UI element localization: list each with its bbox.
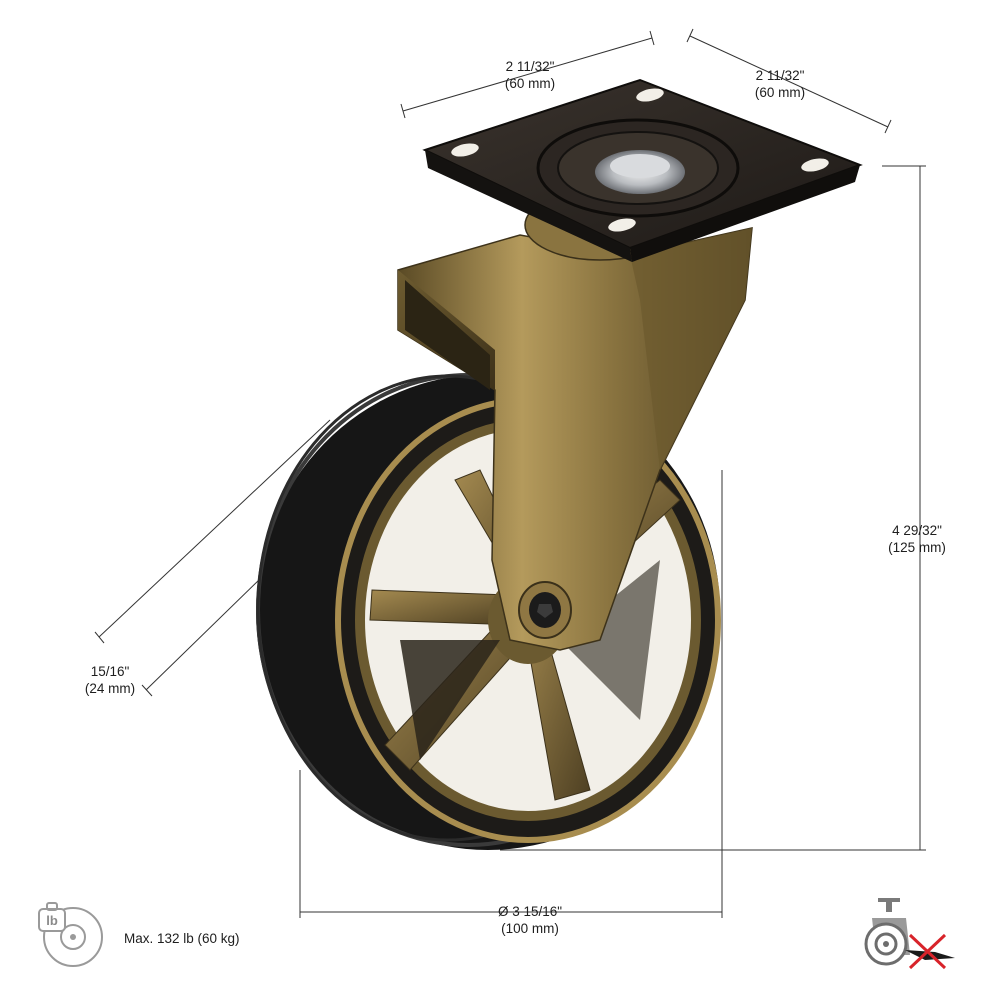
max-load-label: Max. 132 lb (60 kg) bbox=[124, 931, 240, 946]
dim-line-plate-width bbox=[402, 37, 653, 112]
wheel-diameter-label: Ø 3 15/16" (100 mm) bbox=[450, 903, 610, 937]
caster-fork bbox=[397, 227, 753, 651]
plate-width-label: 2 11/32" (60 mm) bbox=[470, 58, 590, 92]
dim-line-plate-depth bbox=[689, 35, 889, 128]
weight-wheel-icon bbox=[38, 902, 103, 967]
height-metric: (125 mm) bbox=[888, 540, 946, 555]
load-icon-text: lb bbox=[46, 913, 58, 928]
tread-width-imperial: 15/16" bbox=[90, 664, 130, 679]
dimension-lines bbox=[94, 28, 926, 918]
plate-width-metric: (60 mm) bbox=[504, 76, 556, 91]
tread-width-metric: (24 mm) bbox=[84, 681, 136, 696]
wheel-diameter-metric: (100 mm) bbox=[501, 921, 559, 936]
height-label: 4 29/32" (125 mm) bbox=[857, 522, 977, 556]
height-imperial: 4 29/32" bbox=[892, 523, 942, 538]
no-brake-caster-icon bbox=[864, 898, 955, 970]
tread-width-label: 15/16" (24 mm) bbox=[50, 663, 170, 697]
mounting-plate bbox=[422, 78, 863, 262]
plate-depth-label: 2 11/32" (60 mm) bbox=[720, 67, 840, 101]
plate-depth-imperial: 2 11/32" bbox=[755, 68, 805, 83]
plate-depth-metric: (60 mm) bbox=[754, 85, 806, 100]
plate-width-imperial: 2 11/32" bbox=[505, 59, 555, 74]
wheel-diameter-imperial: Ø 3 15/16" bbox=[497, 904, 563, 919]
dim-line-tread bbox=[98, 419, 331, 638]
